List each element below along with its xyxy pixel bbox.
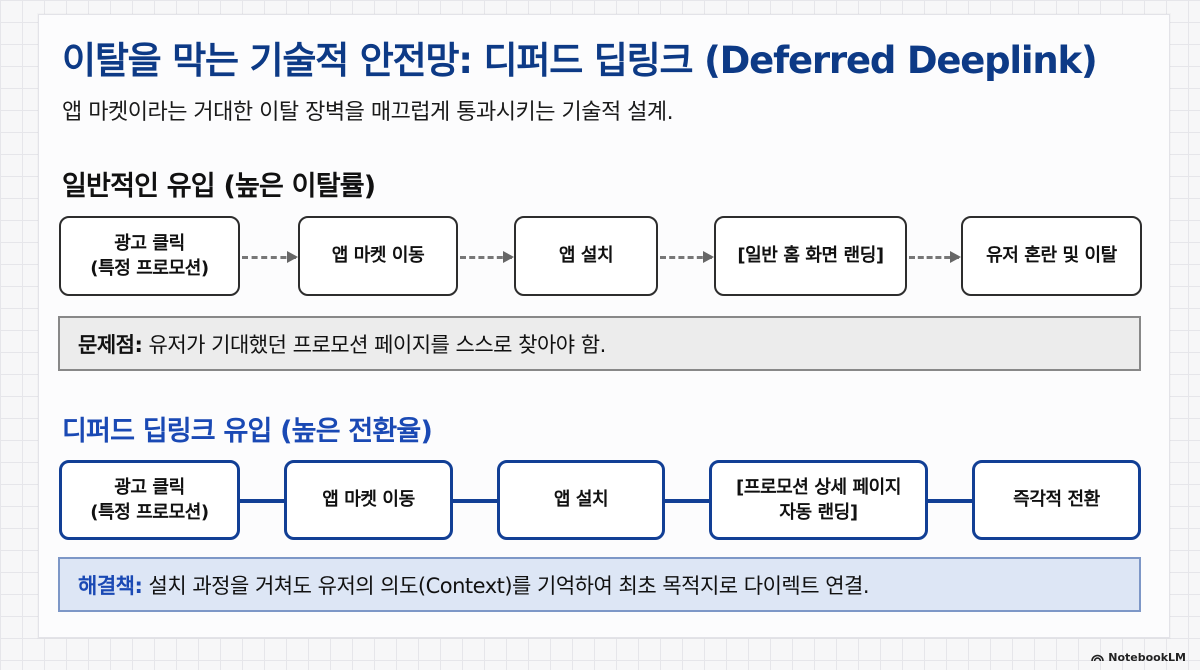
- deferred-flow-heading: 디퍼드 딥링크 유입 (높은 전환율): [62, 416, 433, 447]
- deferred-step-promo-landing: [프로모션 상세 페이지 자동 랜딩]: [709, 460, 928, 540]
- normal-step-home-landing: [일반 홈 화면 랜딩]: [714, 216, 907, 296]
- deferred-link-1: [240, 499, 284, 503]
- deferred-flow-row: 광고 클릭 (특정 프로모션) 앱 마켓 이동 앱 설치 [프로모션 상세 페이…: [0, 460, 1200, 540]
- normal-arrow-2: [460, 251, 514, 263]
- deferred-step-app-market: 앱 마켓 이동: [284, 460, 453, 540]
- deferred-link-2: [453, 499, 497, 503]
- solution-text: 설치 과정을 거쳐도 유저의 의도(Context)를 기억하여 최초 목적지로…: [142, 573, 870, 598]
- normal-flow-row: 광고 클릭 (특정 프로모션) 앱 마켓 이동 앱 설치 [일반 홈 화면 랜딩…: [0, 216, 1200, 296]
- problem-text: 유저가 기대했던 프로모션 페이지를 스스로 찾아야 함.: [142, 332, 607, 357]
- normal-step-ad-click: 광고 클릭 (특정 프로모션): [59, 216, 240, 296]
- page-subtitle: 앱 마켓이라는 거대한 이탈 장벽을 매끄럽게 통과시키는 기술적 설계.: [62, 100, 674, 125]
- notebooklm-logo-icon: [1091, 654, 1105, 662]
- deferred-link-4: [928, 499, 972, 503]
- notebooklm-watermark: NotebookLM: [1091, 651, 1186, 664]
- normal-arrow-1: [242, 251, 298, 263]
- deferred-step-conversion: 즉각적 전환: [972, 460, 1141, 540]
- normal-step-user-churn: 유저 혼란 및 이탈: [961, 216, 1142, 296]
- solution-callout: 해결책: 설치 과정을 거쳐도 유저의 의도(Context)를 기억하여 최초…: [58, 557, 1141, 612]
- problem-label: 문제점:: [78, 332, 143, 357]
- normal-arrow-3: [660, 251, 714, 263]
- normal-step-app-market: 앱 마켓 이동: [298, 216, 458, 296]
- normal-flow-heading: 일반적인 유입 (높은 이탈률): [62, 171, 376, 202]
- deferred-step-ad-click: 광고 클릭 (특정 프로모션): [59, 460, 240, 540]
- normal-arrow-4: [909, 251, 961, 263]
- problem-callout: 문제점: 유저가 기대했던 프로모션 페이지를 스스로 찾아야 함.: [58, 316, 1141, 371]
- page-title: 이탈을 막는 기술적 안전망: 디퍼드 딥링크 (Deferred Deepli…: [62, 39, 1098, 82]
- watermark-text: NotebookLM: [1108, 651, 1186, 664]
- deferred-link-3: [665, 499, 709, 503]
- deferred-step-app-install: 앱 설치: [497, 460, 665, 540]
- normal-step-app-install: 앱 설치: [514, 216, 658, 296]
- solution-label: 해결책:: [78, 573, 143, 598]
